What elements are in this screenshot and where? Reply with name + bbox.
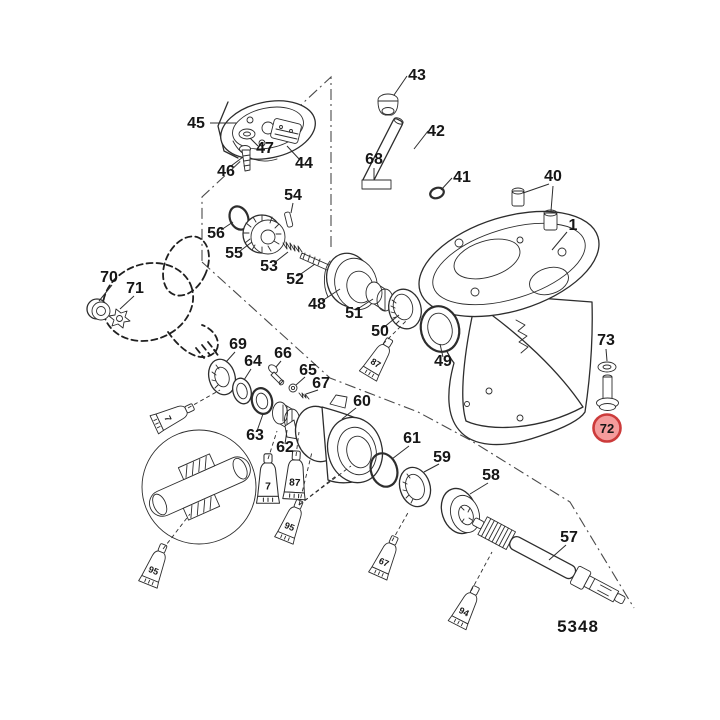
tube-leader-lines <box>162 320 493 592</box>
part-44-shift-block <box>270 118 302 144</box>
part-43-cap <box>377 93 399 116</box>
highlighted-callout-72[interactable]: 72 <box>592 413 622 443</box>
part-57-prop-shaft <box>472 516 626 605</box>
callout-1: 1 <box>569 217 578 234</box>
callout-68: 68 <box>365 151 383 168</box>
callout-leader-lines <box>98 75 608 561</box>
callout-55: 55 <box>225 245 243 262</box>
callout-52: 52 <box>286 271 304 288</box>
part-54-pin <box>284 211 294 228</box>
callout-69: 69 <box>229 336 247 353</box>
part-63-seal <box>250 387 274 415</box>
callout-43: 43 <box>408 67 426 84</box>
callout-62: 62 <box>276 439 294 456</box>
callout-45: 45 <box>187 115 205 132</box>
part-51-sleeve <box>365 281 394 312</box>
part-47-washer <box>238 128 256 140</box>
tube-87-mid-label: 87 <box>289 477 301 489</box>
callout-72[interactable]: 72 <box>600 421 614 436</box>
callout-56: 56 <box>207 225 225 242</box>
callout-63: 63 <box>246 427 264 444</box>
callout-50: 50 <box>371 323 389 340</box>
highlight-circle[interactable] <box>592 413 622 443</box>
part-73-washer <box>597 361 617 373</box>
tube-94-shaft-label: 94 <box>457 605 470 618</box>
part-70-bushing <box>86 298 111 321</box>
callout-54: 54 <box>284 187 302 204</box>
drawing-number: 5348 <box>557 617 599 636</box>
tube-67-lower: 67 <box>368 532 405 581</box>
part-49-seal-ring <box>419 305 461 353</box>
callout-53: 53 <box>260 258 278 275</box>
tube-87-bearing-label: 87 <box>369 356 383 370</box>
callout-73: 73 <box>597 332 615 349</box>
callout-59: 59 <box>433 449 451 466</box>
callout-42: 42 <box>427 123 445 140</box>
callout-46: 46 <box>217 163 235 180</box>
callout-51: 51 <box>345 305 363 322</box>
part-41-oring <box>429 186 445 200</box>
callout-64: 64 <box>244 353 262 370</box>
part-69-bearing <box>207 358 237 396</box>
part-67-spring <box>298 392 310 400</box>
part-65-nut <box>288 383 298 393</box>
part-58-gear <box>440 487 481 535</box>
magnified-detail-circle <box>141 429 257 545</box>
tube-7-mid-label: 7 <box>265 481 271 492</box>
callout-61: 61 <box>403 430 421 447</box>
part-72-bolt <box>596 374 619 411</box>
part-46-bolt <box>239 145 251 172</box>
callout-41: 41 <box>453 169 471 186</box>
tube-7-mid: 7 <box>255 453 281 504</box>
callout-70: 70 <box>100 269 118 286</box>
tube-94-shaft: 94 <box>447 581 486 631</box>
part-53-spring <box>282 241 303 253</box>
part-60-bearing-carrier-housing <box>284 394 384 484</box>
callout-labels: 1 40 41 42 43 44 45 46 47 48 49 50 51 52… <box>100 67 615 546</box>
tube-67-lower-label: 67 <box>377 556 390 569</box>
callout-58: 58 <box>482 467 500 484</box>
callout-66: 66 <box>274 345 292 362</box>
callout-71: 71 <box>126 280 144 297</box>
part-64-washer <box>232 377 252 405</box>
callout-40: 40 <box>544 168 562 185</box>
callout-49: 49 <box>434 353 452 370</box>
callout-44: 44 <box>295 155 313 172</box>
ghost-spline-hatch <box>195 341 221 359</box>
part-59-bearing <box>398 466 432 508</box>
part-1-gearcase-housing <box>418 210 600 446</box>
tube-95-mid: 95 <box>274 496 310 545</box>
tube-7-upper-label: 7 <box>162 414 173 423</box>
part-71-star-washer <box>108 308 131 329</box>
callout-57: 57 <box>560 529 578 546</box>
part-50-tapered-bearing <box>388 288 422 330</box>
tube-95-lower: 95 <box>138 540 174 589</box>
callout-67: 67 <box>312 375 330 392</box>
tube-87-mid: 87 <box>282 449 309 501</box>
part-68-gasket-strip <box>361 179 392 190</box>
part-40-dowel-pins <box>511 187 558 231</box>
part-55-clutch-gear <box>242 214 286 255</box>
callout-48: 48 <box>308 296 326 313</box>
callout-60: 60 <box>353 393 371 410</box>
callout-47: 47 <box>256 140 274 157</box>
tube-87-bearing: 87 <box>358 333 400 382</box>
callout-65: 65 <box>299 362 317 379</box>
tube-95-mid-label: 95 <box>283 520 296 533</box>
tube-7-upper: 7 <box>149 397 198 435</box>
part-61-oring <box>369 452 399 488</box>
part-66-bolt <box>268 364 285 386</box>
ghost-shift-linkage <box>101 235 221 359</box>
tube-95-lower-label: 95 <box>147 564 160 577</box>
